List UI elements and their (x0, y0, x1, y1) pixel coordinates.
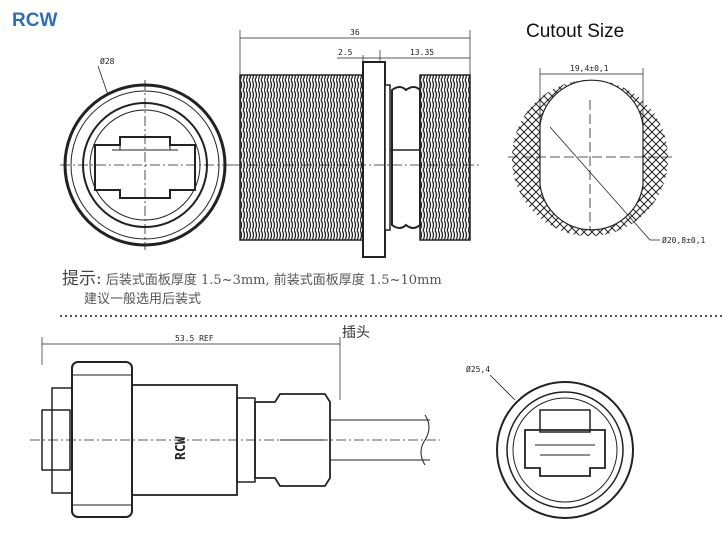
cutout-size-title: Cutout Size (526, 21, 625, 42)
overall-length-label: 36 (350, 28, 360, 37)
plug-length-label: 53.5 REF (175, 334, 214, 343)
front-diameter-label: Ø28 (100, 56, 115, 66)
note-line-1: 提示: 后装式面板厚度 1.5~3mm, 前装式面板厚度 1.5~10mm (62, 264, 442, 289)
plug-front-diameter-label: Ø25,4 (466, 364, 490, 374)
note-lead: 提示: (62, 269, 102, 289)
plug-label: 插头 (342, 325, 370, 341)
cutout-diameter-label: Ø20,8±0,1 (662, 235, 706, 245)
plug-body-marking: RCW (174, 436, 189, 460)
brand-logo-text: RCW (12, 10, 58, 31)
socket-front-view (60, 65, 230, 250)
plug-front-view (489, 374, 634, 519)
cutout-width-label: 19,4±0,1 (570, 64, 609, 73)
thread-length-label: 13.35 (410, 48, 434, 57)
note-line-2: 建议一般选用后装式 (84, 292, 202, 307)
socket-side-view (230, 30, 480, 258)
plug-side-view (30, 337, 440, 518)
cutout-drawing (508, 68, 672, 241)
flange-thickness-label: 2.5 (338, 48, 353, 57)
note-text-1: 后装式面板厚度 1.5~3mm, 前装式面板厚度 1.5~10mm (105, 273, 442, 288)
